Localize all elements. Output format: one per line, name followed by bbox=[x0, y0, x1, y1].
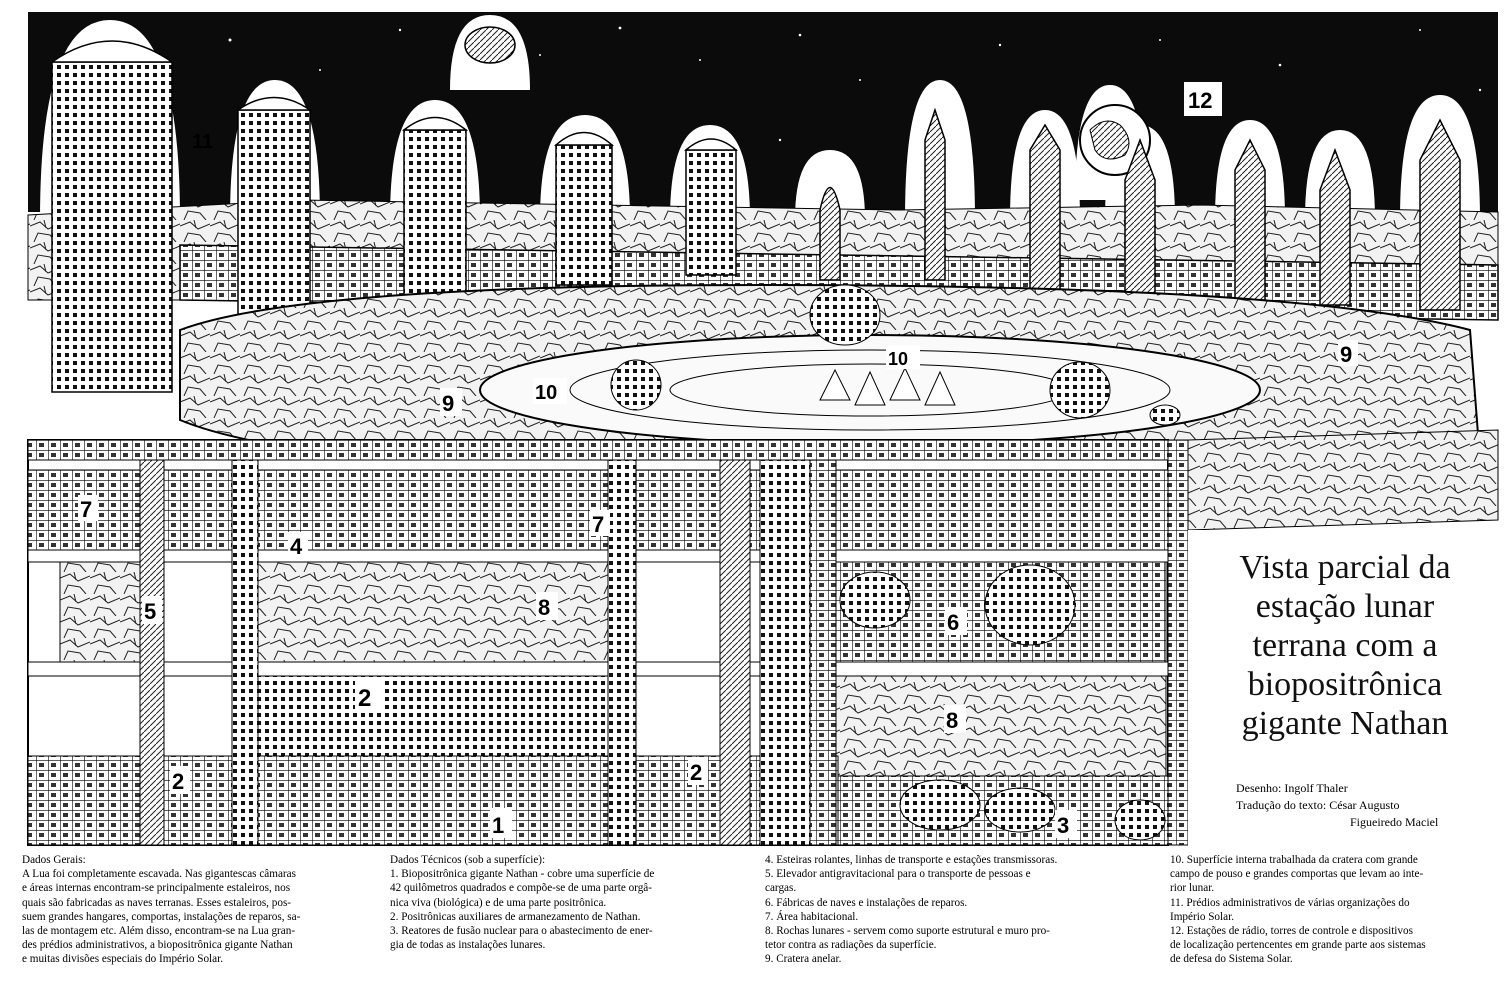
label-4: 4 bbox=[290, 534, 303, 559]
text-line: 1. Biopositrônica gigante Nathan - cobre… bbox=[390, 868, 655, 881]
label-10b: 10 bbox=[888, 349, 908, 369]
label-9: 9 bbox=[442, 391, 454, 416]
label-7: 7 bbox=[80, 497, 92, 522]
title-line-4: biopositrônica bbox=[1247, 666, 1443, 703]
text-line: 6. Fábricas de naves e instalações de re… bbox=[765, 896, 968, 909]
radio-towers bbox=[819, 107, 1461, 311]
label-2b: 2 bbox=[172, 769, 184, 794]
title-line-3: terrana com a bbox=[1252, 627, 1438, 664]
text-line: e muitas divisões especiais do Império S… bbox=[22, 953, 224, 966]
title-line-2: estação lunar bbox=[1255, 588, 1435, 625]
text-line: Império Solar. bbox=[1170, 910, 1235, 923]
text-line: Dados Técnicos (sob a superfície): bbox=[390, 854, 546, 866]
label-8: 8 bbox=[538, 595, 550, 620]
text-line: 5. Elevador antigravitacional para o tra… bbox=[765, 868, 1031, 881]
text-line: de localização pertencentes em grande pa… bbox=[1170, 939, 1426, 952]
text-line: rior lunar. bbox=[1170, 882, 1215, 895]
label-11: 11 bbox=[192, 131, 213, 153]
text-line: 8. Rochas lunares - servem como suporte … bbox=[765, 925, 1050, 938]
title-line-5: gigante Nathan bbox=[1241, 705, 1449, 742]
text-line: A Lua foi completamente escavada. Nas gi… bbox=[22, 868, 296, 881]
text-line: 42 quilômetros quadrados e compõe-se de … bbox=[390, 882, 652, 895]
text-line: gia de todas as instalações lunares. bbox=[390, 939, 546, 952]
underground-cross-section bbox=[27, 439, 1189, 846]
text-line: 7. Área habitacional. bbox=[765, 910, 859, 923]
legend-technical-data: Dados Técnicos (sob a superfície): 1. Bi… bbox=[390, 853, 750, 952]
text-line: Dados Gerais: bbox=[22, 854, 86, 866]
text-line: des prédios administrativos, a biopositr… bbox=[22, 939, 293, 952]
credit-translation: Tradução do texto: César Augusto bbox=[1236, 798, 1400, 812]
title-line-1: Vista parcial da bbox=[1239, 549, 1451, 586]
text-line: nica viva (biológica) e de uma parte pos… bbox=[390, 896, 607, 909]
label-2c: 2 bbox=[690, 760, 702, 785]
text-line: 4. Esteiras rolantes, linhas de transpor… bbox=[765, 854, 1058, 866]
text-line: 9. Cratera anelar. bbox=[765, 953, 842, 966]
text-line: suem grandes hangares, comportas, instal… bbox=[22, 910, 301, 923]
text-line: tetor contra as radiações da superfície. bbox=[765, 939, 937, 952]
text-line: las de montagem etc. Além disso, encontr… bbox=[22, 925, 296, 938]
lunar-station-illustration: 1 2 2 2 3 4 5 6 7 7 8 8 9 9 10 10 11 12 bbox=[27, 12, 1499, 846]
label-10: 10 bbox=[535, 382, 557, 404]
label-2: 2 bbox=[358, 685, 371, 712]
label-7b: 7 bbox=[592, 512, 604, 537]
text-line: cargas. bbox=[765, 882, 797, 895]
label-3: 3 bbox=[1057, 813, 1069, 838]
administrative-towers bbox=[49, 26, 738, 393]
diagram-number-labels: 1 2 2 2 3 4 5 6 7 7 8 8 9 9 10 10 11 12 bbox=[78, 82, 1358, 838]
legend-items-4-9: 4. Esteiras rolantes, linhas de transpor… bbox=[765, 853, 1145, 967]
text-line: 10. Superfície interna trabalhada da cra… bbox=[1170, 854, 1418, 866]
legend-items-10-12: 10. Superfície interna trabalhada da cra… bbox=[1170, 853, 1500, 967]
text-line: 12. Estações de rádio, torres de control… bbox=[1170, 925, 1413, 938]
label-5: 5 bbox=[144, 599, 156, 624]
page-title: Vista parcial da estação lunar terrana c… bbox=[1190, 548, 1500, 743]
text-line: 11. Prédios administrativos de várias or… bbox=[1170, 896, 1410, 909]
text-line: 2. Positrônicas auxiliares de armanezame… bbox=[390, 910, 641, 923]
text-line: quais são fabricadas as naves terranas. … bbox=[22, 896, 292, 909]
label-6: 6 bbox=[947, 610, 959, 635]
credit-translator-name: Figueiredo Maciel bbox=[1350, 815, 1439, 829]
text-line: e áreas internas encontram-se principalm… bbox=[22, 882, 291, 895]
legend-general-data: Dados Gerais: A Lua foi completamente es… bbox=[22, 853, 382, 967]
label-1: 1 bbox=[492, 813, 504, 838]
label-9b: 9 bbox=[1340, 342, 1352, 367]
label-12: 12 bbox=[1188, 88, 1212, 113]
text-line: campo de pouso e grandes comportas que l… bbox=[1170, 868, 1424, 881]
text-line: 3. Reatores de fusão nuclear para o abas… bbox=[390, 925, 653, 938]
credit-drawing: Desenho: Ingolf Thaler bbox=[1236, 781, 1348, 795]
credits: Desenho: Ingolf Thaler Tradução do texto… bbox=[1236, 780, 1496, 831]
label-8b: 8 bbox=[946, 708, 958, 733]
text-line: de defesa do Sistema Solar. bbox=[1170, 953, 1293, 966]
